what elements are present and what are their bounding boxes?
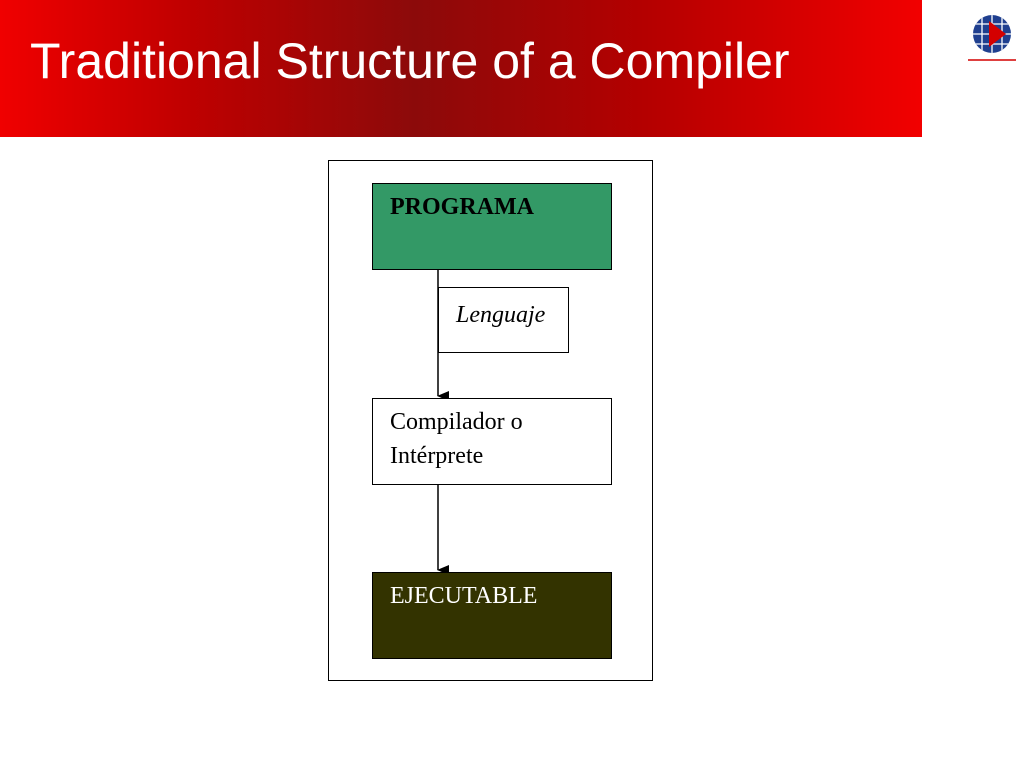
node-compilador-label-line1: Compilador o [390,409,523,435]
node-ejecutable-label: EJECUTABLE [390,583,538,609]
node-programa: PROGRAMA [372,183,612,270]
node-programa-label: PROGRAMA [390,194,534,220]
node-lenguaje-label: Lenguaje [456,302,546,328]
globe-logo-icon [968,15,1016,61]
node-compilador: Compilador o Intérprete [372,398,612,485]
node-lenguaje: Lenguaje [438,287,569,353]
slide-title: Traditional Structure of a Compiler [30,33,790,89]
title-bar: Traditional Structure of a Compiler [0,0,922,137]
node-compilador-label-line2: Intérprete [390,443,484,469]
node-ejecutable: EJECUTABLE [372,572,612,659]
